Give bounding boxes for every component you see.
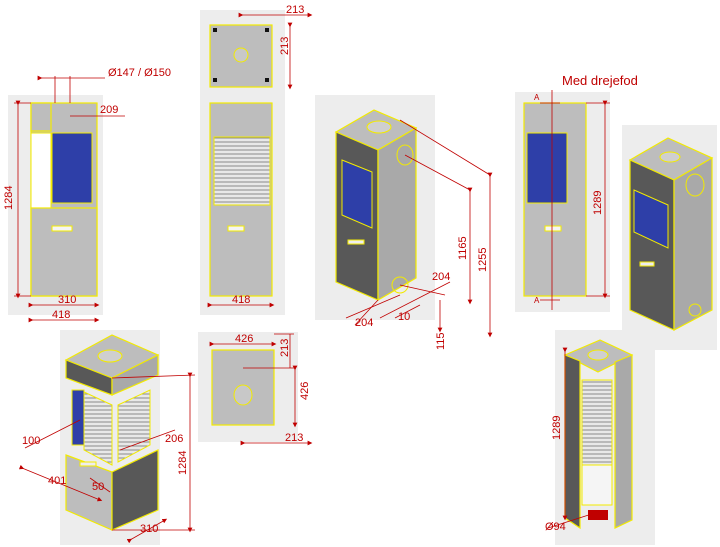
front-view: Ø147 / Ø150 209 1284 310 418 (3, 67, 171, 323)
cutaway-view: 1289 Ø94 (545, 330, 655, 545)
cutaway-1289-label: 1289 (551, 416, 563, 440)
iso-204-b-label: 204 (355, 317, 373, 329)
section-marker-top: A (534, 93, 540, 102)
top-213-height-label: 213 (279, 37, 291, 55)
front-width-418-label: 418 (52, 309, 70, 321)
cutaway-94-label: Ø94 (545, 521, 566, 533)
top-426-right-label: 426 (299, 382, 311, 400)
flue-dimension-label: Ø147 / Ø150 (108, 67, 171, 79)
top-213-b-label: 213 (285, 432, 303, 444)
back-width-418-label: 418 (232, 294, 250, 306)
iso-1165-label: 1165 (457, 236, 469, 260)
top-view-426: 426 213 426 213 (198, 332, 313, 446)
iso-10-label: 10 (398, 311, 410, 323)
iso-1255-label: 1255 (477, 248, 489, 272)
top-426-label: 426 (235, 333, 253, 345)
section-front-view: Med drejefod A A 1289 (515, 73, 638, 312)
title-label: Med drejefod (562, 73, 638, 88)
top-213-width-label: 213 (286, 4, 304, 16)
front-width-310-label: 310 (58, 294, 76, 306)
dim-209-label: 209 (100, 104, 118, 116)
isometric-view-front: 1165 1255 204 204 10 115 (315, 95, 493, 350)
iso-204-a-label: 204 (432, 271, 450, 283)
iso-206-label: 206 (165, 433, 183, 445)
iso-115-label: 115 (435, 332, 447, 350)
iso-1284-label: 1284 (177, 451, 189, 475)
iso-50-label: 50 (92, 481, 104, 493)
top-and-back-view: 213 213 418 (200, 4, 313, 315)
top-213-a-label: 213 (279, 339, 291, 357)
front-height-label: 1284 (3, 186, 15, 210)
isometric-view-rear (622, 125, 717, 350)
iso-401-label: 401 (48, 475, 66, 487)
section-marker-bottom: A (534, 296, 540, 305)
iso-310-label: 310 (140, 523, 158, 535)
isometric-view-open: 1284 100 206 401 50 310 (18, 330, 196, 545)
iso-100-label: 100 (22, 435, 40, 447)
section-height-1289-label: 1289 (592, 191, 604, 215)
